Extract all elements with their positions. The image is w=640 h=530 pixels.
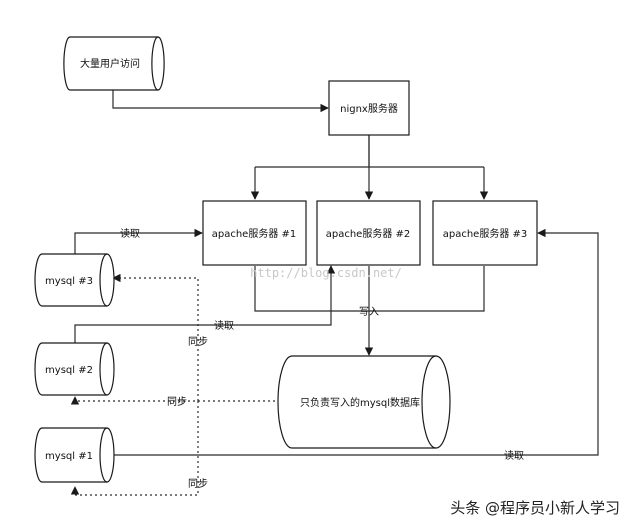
- users-node: [63, 36, 165, 91]
- mysql3-node: [34, 253, 115, 307]
- sync-label-mysql1: 同步: [188, 478, 208, 490]
- edge-mysql2-apache2: [74, 265, 336, 343]
- sync-label-mysql3: 同步: [188, 336, 208, 348]
- users-label: 大量用户访问: [80, 57, 140, 70]
- read-label-mysql2: 读取: [214, 319, 234, 332]
- mysql3-label: mysql #3: [45, 276, 93, 287]
- edge-users-nginx: [112, 90, 329, 113]
- edge-sync-mysql2: [70, 396, 280, 405]
- write-db-node: [277, 355, 451, 449]
- edge-mysql3-apache1: [74, 228, 203, 254]
- sync-label-mysql2: 同步: [167, 396, 187, 408]
- read-label-mysql3: 读取: [120, 227, 140, 240]
- read-label-mysql1: 读取: [504, 449, 524, 462]
- edge-mysql1-apache3: [113, 228, 599, 456]
- connectors: [74, 90, 599, 456]
- sync-connectors: [70, 273, 280, 496]
- mysql2-label: mysql #2: [45, 365, 93, 376]
- edge-sync-mysql3: [112, 273, 199, 401]
- apache1-node: [202, 200, 307, 266]
- apache3-node: [432, 200, 538, 266]
- write-label: 写入: [359, 306, 379, 318]
- apache2-label: apache服务器 #2: [326, 227, 411, 240]
- mysql2-node: [34, 342, 115, 396]
- mysql1-label: mysql #1: [45, 451, 93, 462]
- edge-sync-mysql1: [70, 401, 199, 496]
- mysql1-node: [34, 427, 115, 483]
- apache3-label: apache服务器 #3: [443, 227, 528, 240]
- footer-credit: 头条 @程序员小新人学习: [450, 499, 620, 517]
- apache2-node: [316, 200, 421, 266]
- write-db-label: 只负责写入的mysql数据库: [300, 396, 420, 409]
- apache1-label: apache服务器 #1: [212, 227, 297, 240]
- nginx-node: [328, 80, 410, 136]
- watermark-text: http://blog.csdn.net/: [250, 266, 402, 280]
- nginx-label: nignx服务器: [340, 102, 398, 115]
